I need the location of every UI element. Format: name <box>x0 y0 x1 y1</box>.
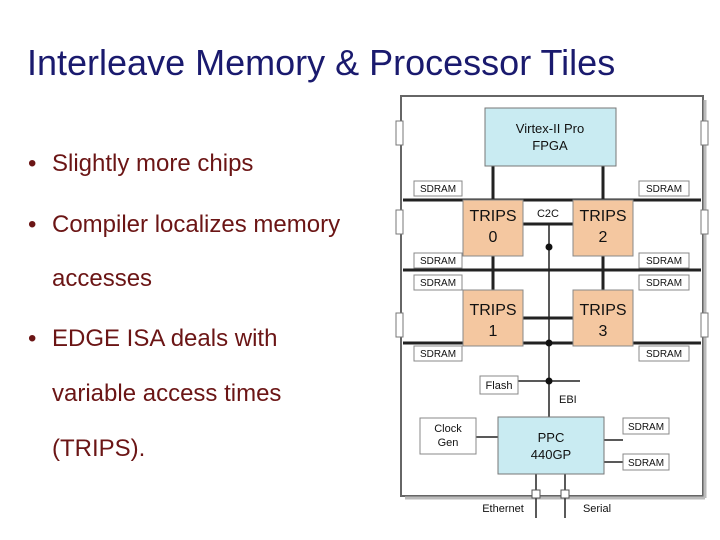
sdram-left-2-label: SDRAM <box>420 256 456 267</box>
ppc-chip <box>497 416 605 475</box>
sdram-right-1 <box>638 180 690 197</box>
bullet-3-line-1: EDGE ISA deals with <box>52 325 278 352</box>
sdram-left-4 <box>413 345 463 362</box>
serial-label: Serial <box>583 503 611 515</box>
bullet-1: • Slightly more chips <box>28 150 253 178</box>
sdram-left-2 <box>413 252 463 269</box>
fpga-label-1: Virtex-II Pro <box>516 121 584 136</box>
trips-3-number: 3 <box>599 323 608 340</box>
sdram-right-4 <box>638 345 690 362</box>
sdram-right-2-label: SDRAM <box>646 256 682 267</box>
trips-1-label: TRIPS <box>469 302 516 319</box>
ethernet-port <box>531 489 541 499</box>
bullet-3-line-3: (TRIPS). <box>52 435 146 462</box>
sdram-right-4-label: SDRAM <box>646 349 682 360</box>
trips-3-label: TRIPS <box>579 302 626 319</box>
junction-dot <box>545 243 553 251</box>
sdram-left-3-label: SDRAM <box>420 278 456 289</box>
trips-tile-3 <box>572 289 634 347</box>
trips-tile-0 <box>462 199 524 257</box>
edge-connector-right-2 <box>700 209 709 235</box>
sdram-right-3-label: SDRAM <box>646 278 682 289</box>
trips-tile-1 <box>462 289 524 347</box>
sdram-ppc-2-label: SDRAM <box>628 458 664 469</box>
ebi-label: EBI <box>559 394 577 406</box>
edge-connector-right-1 <box>700 120 709 146</box>
ppc-label-1: PPC <box>538 430 565 445</box>
bullet-2-line-1: Compiler localizes memory <box>52 211 341 238</box>
sdram-right-3 <box>638 274 690 291</box>
sdram-ppc-1-label: SDRAM <box>628 422 664 433</box>
junction-dot <box>545 377 553 385</box>
ethernet-label: Ethernet <box>482 503 524 515</box>
sdram-ppc-2 <box>622 453 670 471</box>
ppc-label-2: 440GP <box>531 447 571 462</box>
bullet-3: • EDGE ISA deals with <box>28 325 277 353</box>
bullet-marker: • <box>28 211 37 238</box>
edge-connector-right-3 <box>700 312 709 338</box>
sdram-right-2 <box>638 252 690 269</box>
clock-gen-label-1: Clock <box>434 423 462 435</box>
trips-2-label: TRIPS <box>579 208 626 225</box>
slide-title: Interleave Memory & Processor Tiles <box>27 42 616 83</box>
sdram-left-1 <box>413 180 463 197</box>
trips-0-label: TRIPS <box>469 208 516 225</box>
clock-gen-label-2: Gen <box>438 437 459 449</box>
flash-label: Flash <box>486 380 513 392</box>
sdram-left-4-label: SDRAM <box>420 349 456 360</box>
bullet-2: • Compiler localizes memory <box>28 211 340 239</box>
trips-2-number: 2 <box>599 229 608 246</box>
bullet-marker: • <box>28 325 37 352</box>
edge-connector-left-1 <box>395 120 404 146</box>
c2c-label: C2C <box>537 208 559 220</box>
trips-0-number: 0 <box>489 229 498 246</box>
fpga-label-2: FPGA <box>532 138 568 153</box>
bullet-3-line-2: variable access times <box>52 380 282 407</box>
serial-port <box>560 489 570 499</box>
trips-1-number: 1 <box>489 323 498 340</box>
sdram-left-1-label: SDRAM <box>420 184 456 195</box>
sdram-left-3 <box>413 274 463 291</box>
bullet-2-line-2: accesses <box>52 265 153 292</box>
bullet-1-line-1: Slightly more chips <box>52 150 254 177</box>
edge-connector-left-3 <box>395 312 404 338</box>
trips-tile-2 <box>572 199 634 257</box>
clock-gen-chip <box>419 417 477 455</box>
junction-dot <box>545 339 553 347</box>
edge-connector-left-2 <box>395 209 404 235</box>
fpga-chip <box>484 107 617 167</box>
bullet-marker: • <box>28 150 37 177</box>
flash-chip <box>479 375 519 395</box>
sdram-right-1-label: SDRAM <box>646 184 682 195</box>
sdram-ppc-1 <box>622 417 670 435</box>
